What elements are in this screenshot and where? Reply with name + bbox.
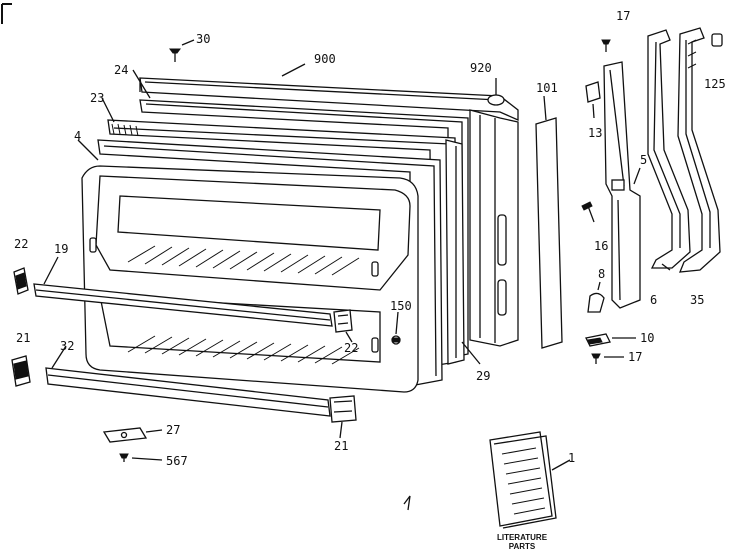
handle-6 — [647, 29, 691, 271]
label-101: 101 — [536, 81, 558, 95]
trim-29 — [445, 139, 481, 365]
handle-35 — [677, 27, 721, 273]
label-32: 32 — [60, 339, 75, 353]
screw-150 — [391, 311, 401, 345]
cap-125 — [711, 33, 723, 47]
label-567: 567 — [166, 454, 188, 468]
end-cap-22-left — [13, 267, 29, 295]
label-19: 19 — [54, 242, 69, 256]
screw-567 — [119, 453, 163, 462]
clip-10 — [585, 333, 636, 347]
label-6: 6 — [650, 293, 658, 307]
label-21-left: 21 — [16, 331, 31, 345]
small-mark — [403, 495, 411, 511]
door-stop-8 — [587, 281, 605, 313]
label-4: 4 — [74, 129, 82, 143]
label-27: 27 — [166, 423, 181, 437]
shelf-bar-32 — [45, 345, 331, 417]
bracket-13 — [585, 81, 601, 119]
label-30: 30 — [196, 32, 211, 46]
label-13: 13 — [588, 126, 603, 140]
label-22-left: 22 — [14, 237, 29, 251]
door-side-frame — [469, 109, 519, 347]
screw-17-bottom — [591, 353, 624, 364]
label-35: 35 — [690, 293, 705, 307]
trim-strip-101 — [535, 95, 563, 349]
label-24: 24 — [114, 63, 129, 77]
label-16: 16 — [594, 239, 609, 253]
label-5: 5 — [640, 153, 648, 167]
screw-17-top — [601, 39, 611, 52]
end-cap-21-left — [11, 355, 31, 387]
plug-920 — [487, 78, 505, 106]
hinge-5 — [603, 61, 641, 309]
plate-27 — [102, 427, 163, 443]
label-23: 23 — [90, 91, 105, 105]
label-150: 150 — [390, 299, 412, 313]
shelf-bar-19 — [33, 256, 333, 327]
label-900: 900 — [314, 52, 336, 66]
label-29: 29 — [476, 369, 491, 383]
literature-caption-line2: PARTS — [508, 542, 536, 551]
label-22-right: 22 — [344, 341, 359, 355]
door-shelf-assembly — [81, 165, 419, 393]
label-17-top: 17 — [616, 9, 631, 23]
end-cap-21-right — [329, 395, 357, 439]
label-21-right: 21 — [334, 439, 349, 453]
screw-16 — [581, 201, 595, 223]
literature-parts-caption: LITERATURE PARTS — [490, 533, 554, 551]
literature-caption-line1: LITERATURE — [496, 533, 548, 542]
label-8: 8 — [598, 267, 606, 281]
screw-30 — [169, 39, 195, 62]
label-1: 1 — [568, 451, 576, 465]
label-125: 125 — [704, 77, 726, 91]
label-10: 10 — [640, 331, 655, 345]
label-17-bottom: 17 — [628, 350, 643, 364]
literature-booklet-1 — [489, 431, 571, 529]
label-920: 920 — [470, 61, 492, 75]
end-cap-22-right — [333, 309, 353, 343]
corner-mark — [1, 3, 12, 24]
